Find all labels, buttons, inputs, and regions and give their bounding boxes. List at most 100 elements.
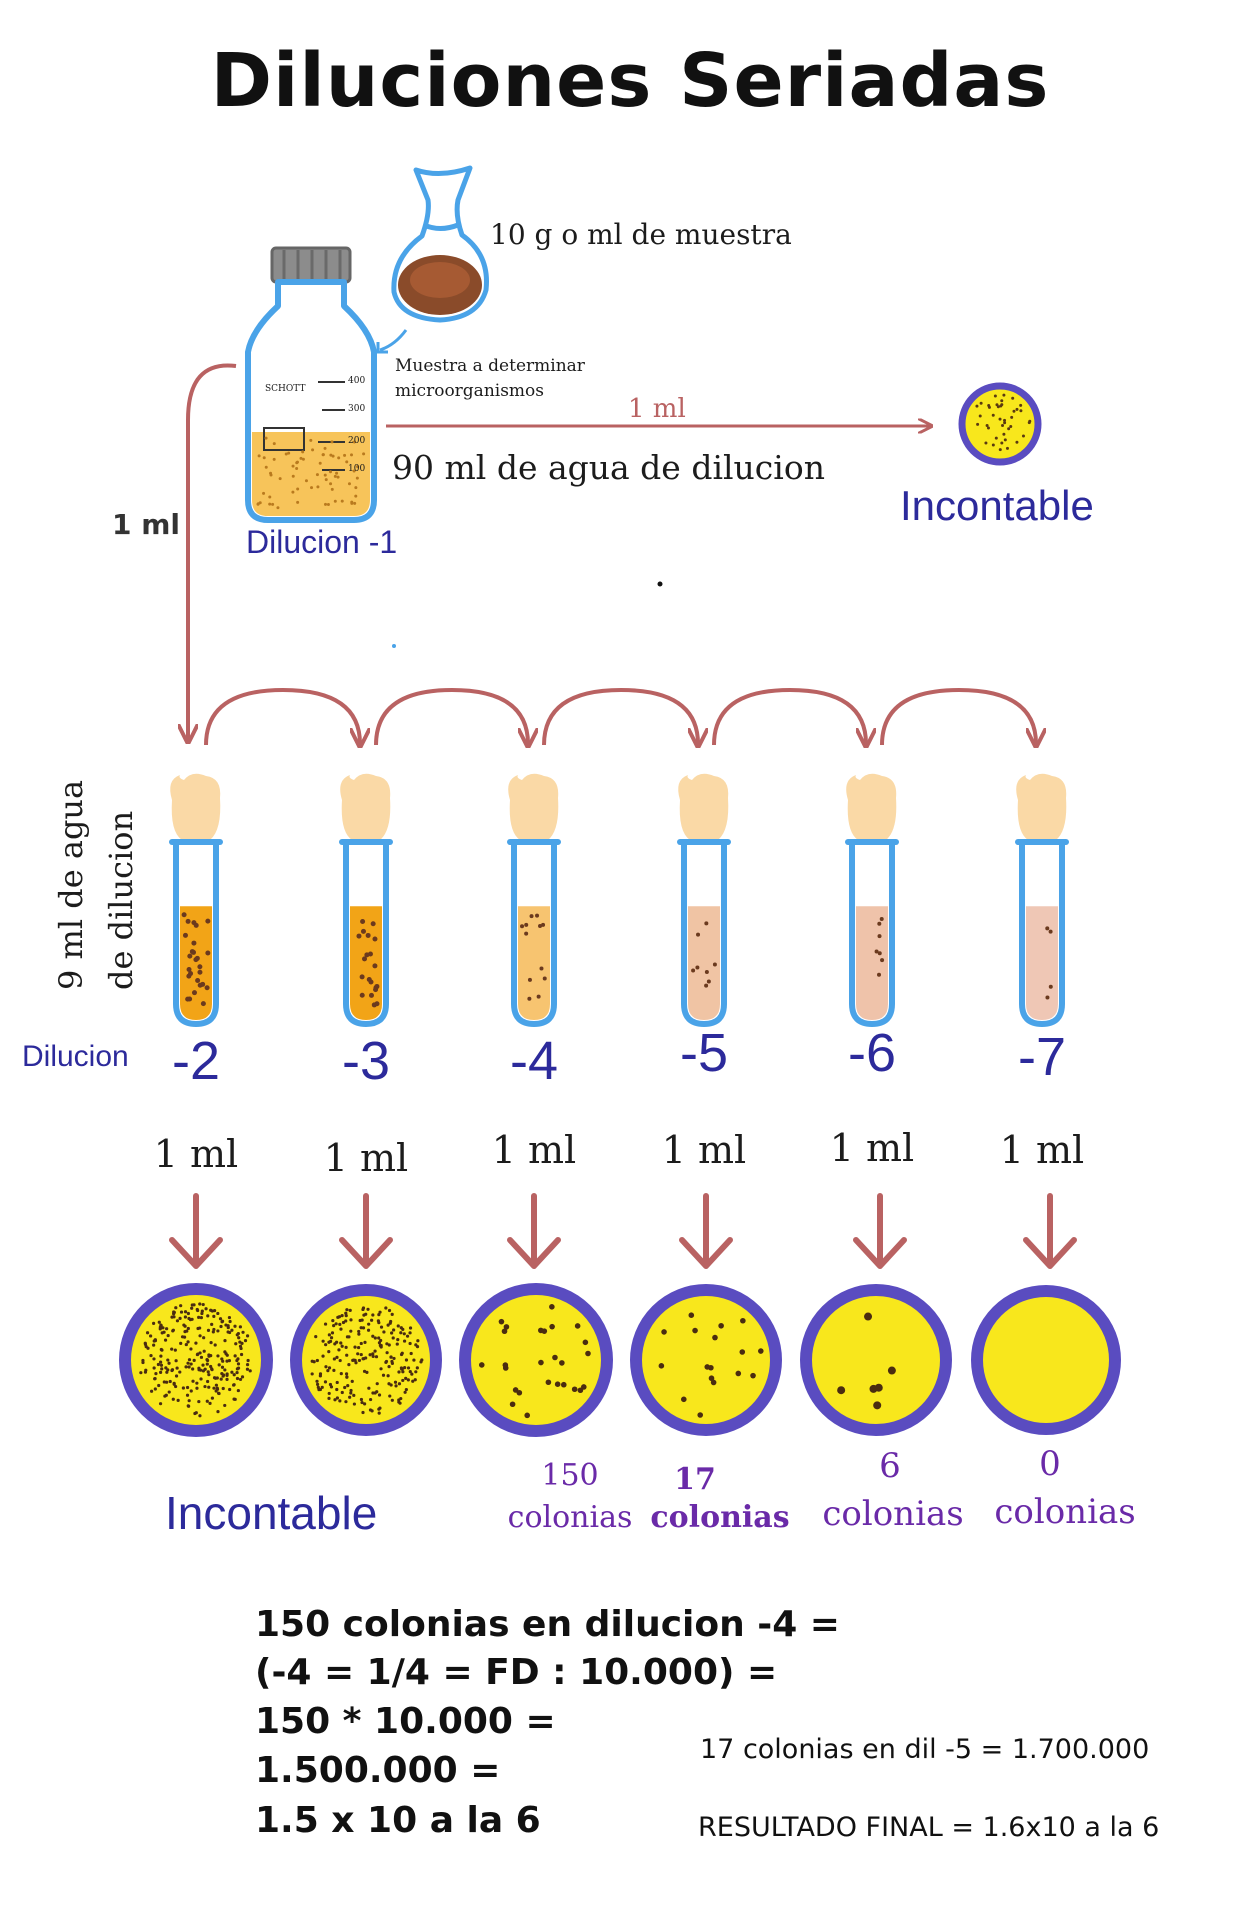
colony [352,1402,356,1406]
colony [201,1363,205,1367]
colony [344,1314,348,1318]
colony [315,1382,320,1386]
plating-arrow [169,1193,223,1269]
colony [199,1377,203,1381]
colony [154,1372,158,1376]
colony [362,1369,367,1373]
colony [364,1356,368,1360]
colony [166,1358,170,1362]
colony [157,1320,161,1324]
tube-particle [193,957,199,963]
colony [174,1359,178,1363]
colony [371,1313,375,1317]
bag-to-bottle-arrow [379,329,408,352]
colony [740,1317,746,1324]
colony [347,1363,351,1367]
colony [245,1367,250,1371]
bottle-scale-100: 100 [348,464,366,474]
colony [335,1387,339,1392]
colony [149,1334,153,1338]
colony [327,1366,332,1370]
colony [195,1352,200,1357]
tube-liquid [518,906,550,1020]
tube-particle [539,966,544,971]
colony [153,1377,157,1381]
tube-particle [191,940,197,946]
plating-volume-2: 1 ml [153,1132,239,1176]
colony [326,1369,330,1373]
colony [658,1363,665,1369]
plating-volume-5: 1 ml [661,1128,747,1172]
colony [193,1411,197,1416]
colony [337,1315,342,1319]
colony [373,1349,377,1353]
colony [502,1362,509,1368]
colony [364,1312,368,1316]
tube-particle [877,972,882,977]
colony [345,1353,349,1357]
colony [330,1331,335,1335]
colony [887,1366,896,1375]
petri-plate-4 [459,1283,613,1437]
colony [390,1331,394,1335]
colony [324,1365,328,1369]
colony [235,1358,239,1363]
petri-plate-2 [119,1283,273,1437]
colony [221,1373,226,1377]
colony [212,1309,217,1313]
tube-particle [200,1001,206,1007]
dilution-label-7: -7 [1017,1027,1066,1087]
transfer-down-label: 1 ml [112,508,181,541]
colony [408,1326,413,1330]
colony [360,1400,364,1405]
colony [226,1325,230,1330]
colony [359,1352,363,1357]
colony [552,1354,558,1361]
tube-particle [186,967,192,973]
colony [401,1378,405,1383]
colony [346,1384,350,1388]
colony [739,1349,746,1355]
colony [363,1340,367,1345]
colony [199,1316,203,1320]
colony [571,1386,578,1393]
colony [371,1334,375,1338]
colony [374,1355,379,1359]
colony [200,1309,204,1313]
tube-particle [200,981,206,987]
tube-particle [197,964,203,970]
colony [357,1358,362,1363]
colony [661,1329,667,1335]
colony [327,1391,331,1396]
colony [238,1377,243,1382]
colony [176,1398,180,1402]
colony [206,1379,210,1384]
colony [545,1379,552,1386]
cotton-plug [846,773,897,840]
colony [401,1370,405,1374]
colony [158,1402,163,1406]
colony [187,1365,191,1369]
colony [318,1387,323,1392]
colony [181,1386,185,1390]
colony [344,1319,348,1323]
tube-particle [205,950,211,956]
colony [349,1318,353,1322]
colony [145,1331,150,1335]
colony [206,1358,210,1363]
colony [163,1394,167,1398]
colony [241,1330,245,1334]
colony [159,1363,164,1367]
colony [186,1326,190,1331]
colony [585,1350,591,1357]
colony [386,1323,390,1327]
colony [348,1308,352,1312]
colony [165,1380,169,1384]
colony [404,1387,408,1392]
colony [211,1330,215,1334]
colony [201,1369,205,1373]
colony [202,1349,206,1353]
colony [379,1325,384,1329]
tube-particle [1048,929,1053,934]
colony [323,1380,328,1384]
